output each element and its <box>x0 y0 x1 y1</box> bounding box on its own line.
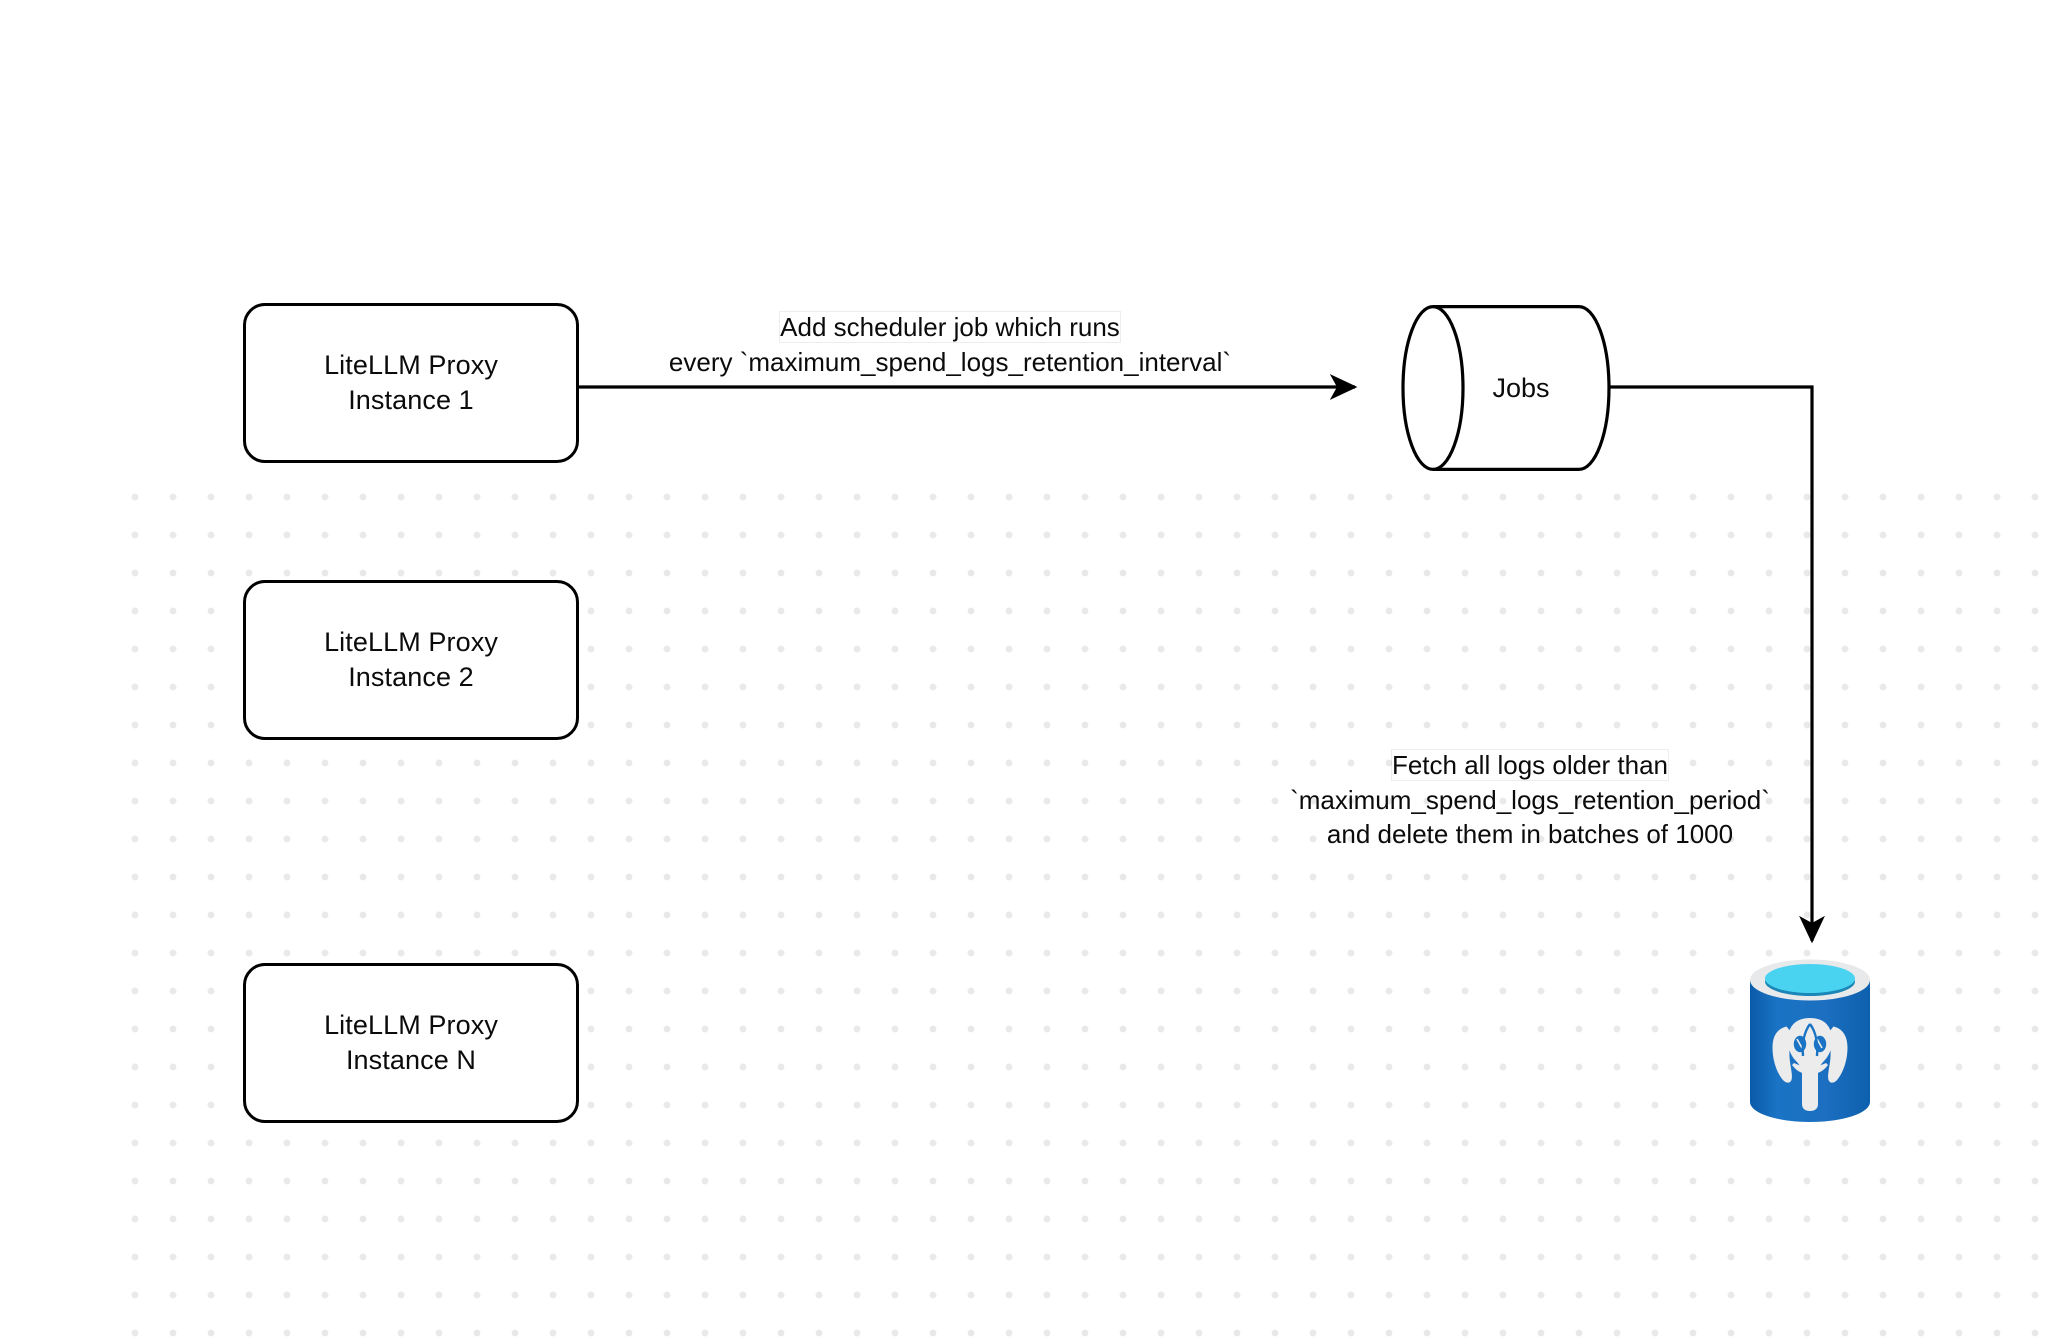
edge-label-line: Fetch all logs older than <box>1240 748 1820 783</box>
edge-label-line: `maximum_spend_logs_retention_period` <box>1240 783 1820 818</box>
node-label-line-1: LiteLLM Proxy <box>324 350 498 381</box>
node-litellm-proxy-instance-1[interactable]: LiteLLM Proxy Instance 1 <box>243 303 579 463</box>
edge-label-text: `maximum_spend_logs_retention_period` <box>1290 784 1770 815</box>
edge-label-add-scheduler-job: Add scheduler job which runs every `maxi… <box>600 310 1300 379</box>
node-jobs-queue[interactable]: Jobs <box>1373 304 1611 472</box>
cylinder-horizontal-shape <box>1401 304 1611 472</box>
node-jobs-label: Jobs <box>1492 372 1550 403</box>
node-label-line-2: Instance 2 <box>348 662 474 692</box>
edge-label-line: Add scheduler job which runs <box>600 310 1300 345</box>
postgresql-database-icon[interactable] <box>1746 952 1874 1132</box>
postgresql-cylinder-shape <box>1750 959 1870 1122</box>
node-label-line-1: LiteLLM Proxy <box>324 627 498 658</box>
edge-label-text: every `maximum_spend_logs_retention_inte… <box>668 346 1232 377</box>
edge-label-fetch-and-delete-logs: Fetch all logs older than `maximum_spend… <box>1240 748 1820 852</box>
node-label-line-1: LiteLLM Proxy <box>324 1010 498 1041</box>
node-litellm-proxy-instance-2[interactable]: LiteLLM Proxy Instance 2 <box>243 580 579 740</box>
edge-label-line: every `maximum_spend_logs_retention_inte… <box>600 345 1300 380</box>
node-litellm-proxy-instance-n[interactable]: LiteLLM Proxy Instance N <box>243 963 579 1123</box>
edge-label-text: and delete them in batches of 1000 <box>1326 819 1734 850</box>
node-label-line-2: Instance N <box>345 1045 477 1075</box>
edge-label-line: and delete them in batches of 1000 <box>1240 817 1820 852</box>
node-label-line-2: Instance 1 <box>348 385 474 415</box>
edge-label-text: Add scheduler job which runs <box>780 312 1120 342</box>
edge-jobs-to-database-line <box>1609 385 1825 944</box>
edge-label-text: Fetch all logs older than <box>1391 750 1669 780</box>
